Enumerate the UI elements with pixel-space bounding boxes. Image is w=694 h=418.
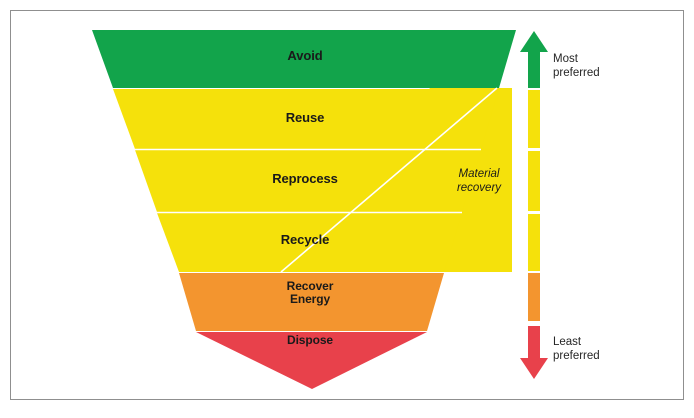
arrow-segment-reuse [528, 90, 540, 148]
tier-label-dispose: Dispose [287, 333, 333, 347]
tier-label-reuse: Reuse [285, 110, 325, 125]
funnel-tier-avoid [92, 30, 516, 88]
least-preferred-label: Least preferred [553, 336, 600, 363]
tier-label-avoid: Avoid [287, 48, 323, 63]
arrow-head-down-icon [520, 326, 548, 379]
funnel-tier-reuse [113, 89, 499, 149]
tier-label-recover-energy: Recover Energy [286, 279, 334, 307]
funnel-tier-recycle [157, 213, 462, 272]
arrow-segment-recover-energy [528, 273, 540, 321]
funnel-tier-reprocess [135, 150, 481, 212]
arrow-segment-reprocess [528, 151, 540, 211]
funnel-tier-dispose [196, 332, 427, 389]
tier-label-reprocess: Reprocess [272, 171, 338, 186]
funnel-tier-recover-energy [179, 273, 444, 331]
material-recovery-divider [280, 87, 498, 273]
most-preferred-label: Most preferred [553, 53, 600, 80]
tier-label-recycle: Recycle [280, 232, 330, 247]
arrow-segment-avoid [528, 52, 540, 88]
material-recovery-label: Material recovery [456, 168, 502, 194]
arrow-segment-recycle [528, 214, 540, 271]
